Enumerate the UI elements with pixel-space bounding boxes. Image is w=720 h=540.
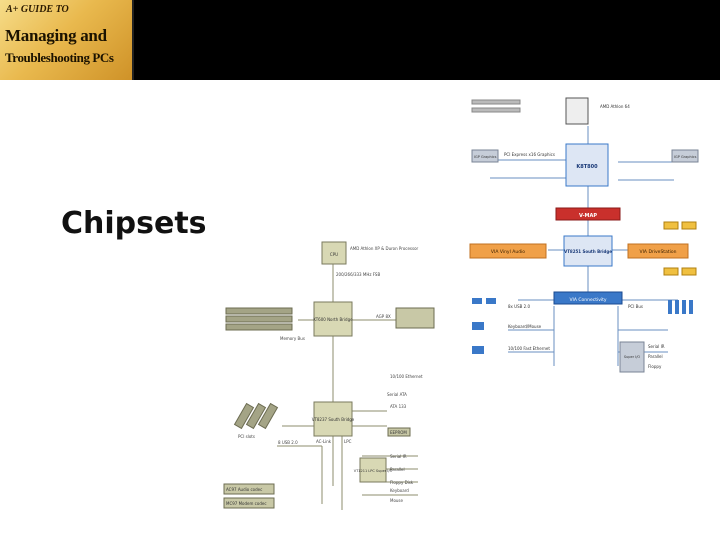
graphics-card-2: [671, 149, 699, 163]
graphics-label-2: IGP Graphics: [674, 155, 697, 159]
memory-label: Memory Bus: [280, 336, 305, 341]
book-logo: A+ GUIDE TO Managing and Troubleshooting…: [0, 0, 134, 80]
sata-drives: [663, 221, 697, 276]
audio-link-label: AC-Link: [316, 439, 332, 444]
logo-line-1: A+ GUIDE TO: [6, 4, 69, 15]
ata-label: ATA 133: [390, 404, 407, 409]
chipset-diagram-right: AMD Athlon 64 K8T800 PCI Express x16 Gra…: [469, 97, 699, 373]
lan-label: 10/100 Ethernet: [390, 374, 423, 379]
logo-line-3: Troubleshooting PCs: [5, 50, 114, 65]
ac97-label: AC97 Audio codec: [226, 487, 262, 492]
super-io-label-right: Super I/O: [624, 355, 641, 359]
drivestation-box: [627, 243, 689, 259]
agp-label: AGP 8X: [376, 314, 391, 319]
eeprom-label: EEPROM: [390, 430, 407, 435]
pci-slots-label: PCI slots: [238, 434, 255, 439]
cpu-chip: [321, 241, 347, 265]
pci-bus-slots: [668, 300, 693, 314]
cpu-label: CPU: [330, 252, 338, 257]
cpu-chip-right: [565, 97, 589, 125]
agp-card: [395, 307, 435, 329]
parallel-label: Parallel: [390, 467, 405, 472]
north-bridge-label: KT600 North Bridge: [313, 317, 353, 322]
keyboard-label: Keyboard: [390, 488, 409, 493]
north-bridge-chip: [313, 301, 353, 337]
mc97-label: MC97 Modem codec: [226, 501, 267, 506]
connectivity-label: VIA Connectivity: [569, 297, 606, 303]
pcie-label: PCI Express x16 Graphics: [504, 152, 555, 157]
usb-label: 8 USB 2.0: [278, 440, 298, 445]
memory-modules: [225, 307, 293, 331]
pci-slots: [233, 402, 279, 430]
south-bridge-label-right: VT8251 South Bridge: [564, 249, 612, 254]
serial-label-right: Serial IR: [648, 344, 665, 349]
super-io-chip-right: [619, 341, 645, 373]
south-bridge-chip: [313, 401, 353, 437]
north-bridge-chip-right: [565, 143, 609, 187]
pci-bus-label: PCI Bus: [628, 304, 643, 309]
south-bridge-chip-right: [563, 235, 613, 267]
drivestation-label: VIA DriveStation: [640, 249, 677, 255]
vinyl-audio-label: VIA Vinyl Audio: [491, 249, 525, 255]
south-bridge-label: VT8237 South Bridge: [312, 417, 355, 422]
usb-label-right: 8x USB 2.0: [508, 304, 530, 309]
logo-line-2: Managing and: [5, 26, 107, 45]
keyboard-label-right: Keyboard/Mouse: [508, 324, 542, 329]
north-bridge-label-right: K8T800: [576, 164, 598, 170]
super-io-chip: [359, 457, 387, 483]
vinyl-audio-box: [469, 243, 547, 259]
memory-modules-right: [471, 99, 521, 113]
lan-label-right: 10/100 Fast Ethernet: [508, 346, 550, 351]
parallel-label-right: Parallel: [648, 354, 663, 359]
ac97-codec: [223, 483, 275, 495]
chipset-diagram-left: CPU AMD Athlon XP & Duron Processor 200/…: [223, 241, 435, 510]
serial-label: Serial IR: [390, 454, 407, 459]
sata-label: Serial ATA: [387, 392, 407, 397]
eeprom-chip: [387, 427, 411, 437]
cpu-label-right: AMD Athlon 64: [600, 104, 630, 109]
mc97-codec: [223, 497, 275, 509]
usb-devices: [472, 298, 496, 354]
floppy-label: Floppy Disk: [390, 480, 414, 485]
graphics-label-1: IGP Graphics: [474, 155, 497, 159]
floppy-label-right: Floppy: [648, 364, 662, 369]
graphics-card-1: [471, 149, 499, 163]
super-io-label: VT1211 LPC Super I/O: [354, 469, 393, 473]
connectivity-bar: [553, 291, 623, 305]
slide-title: Chipsets: [61, 206, 207, 241]
fsb-label: 200/266/333 MHz FSB: [336, 272, 380, 277]
vmap-link: [555, 207, 621, 221]
cpu-desc: AMD Athlon XP & Duron Processor: [350, 246, 419, 251]
vmap-label: V-MAP: [579, 213, 597, 219]
lpc-label: LPC: [344, 439, 352, 444]
mouse-label: Mouse: [390, 498, 404, 503]
